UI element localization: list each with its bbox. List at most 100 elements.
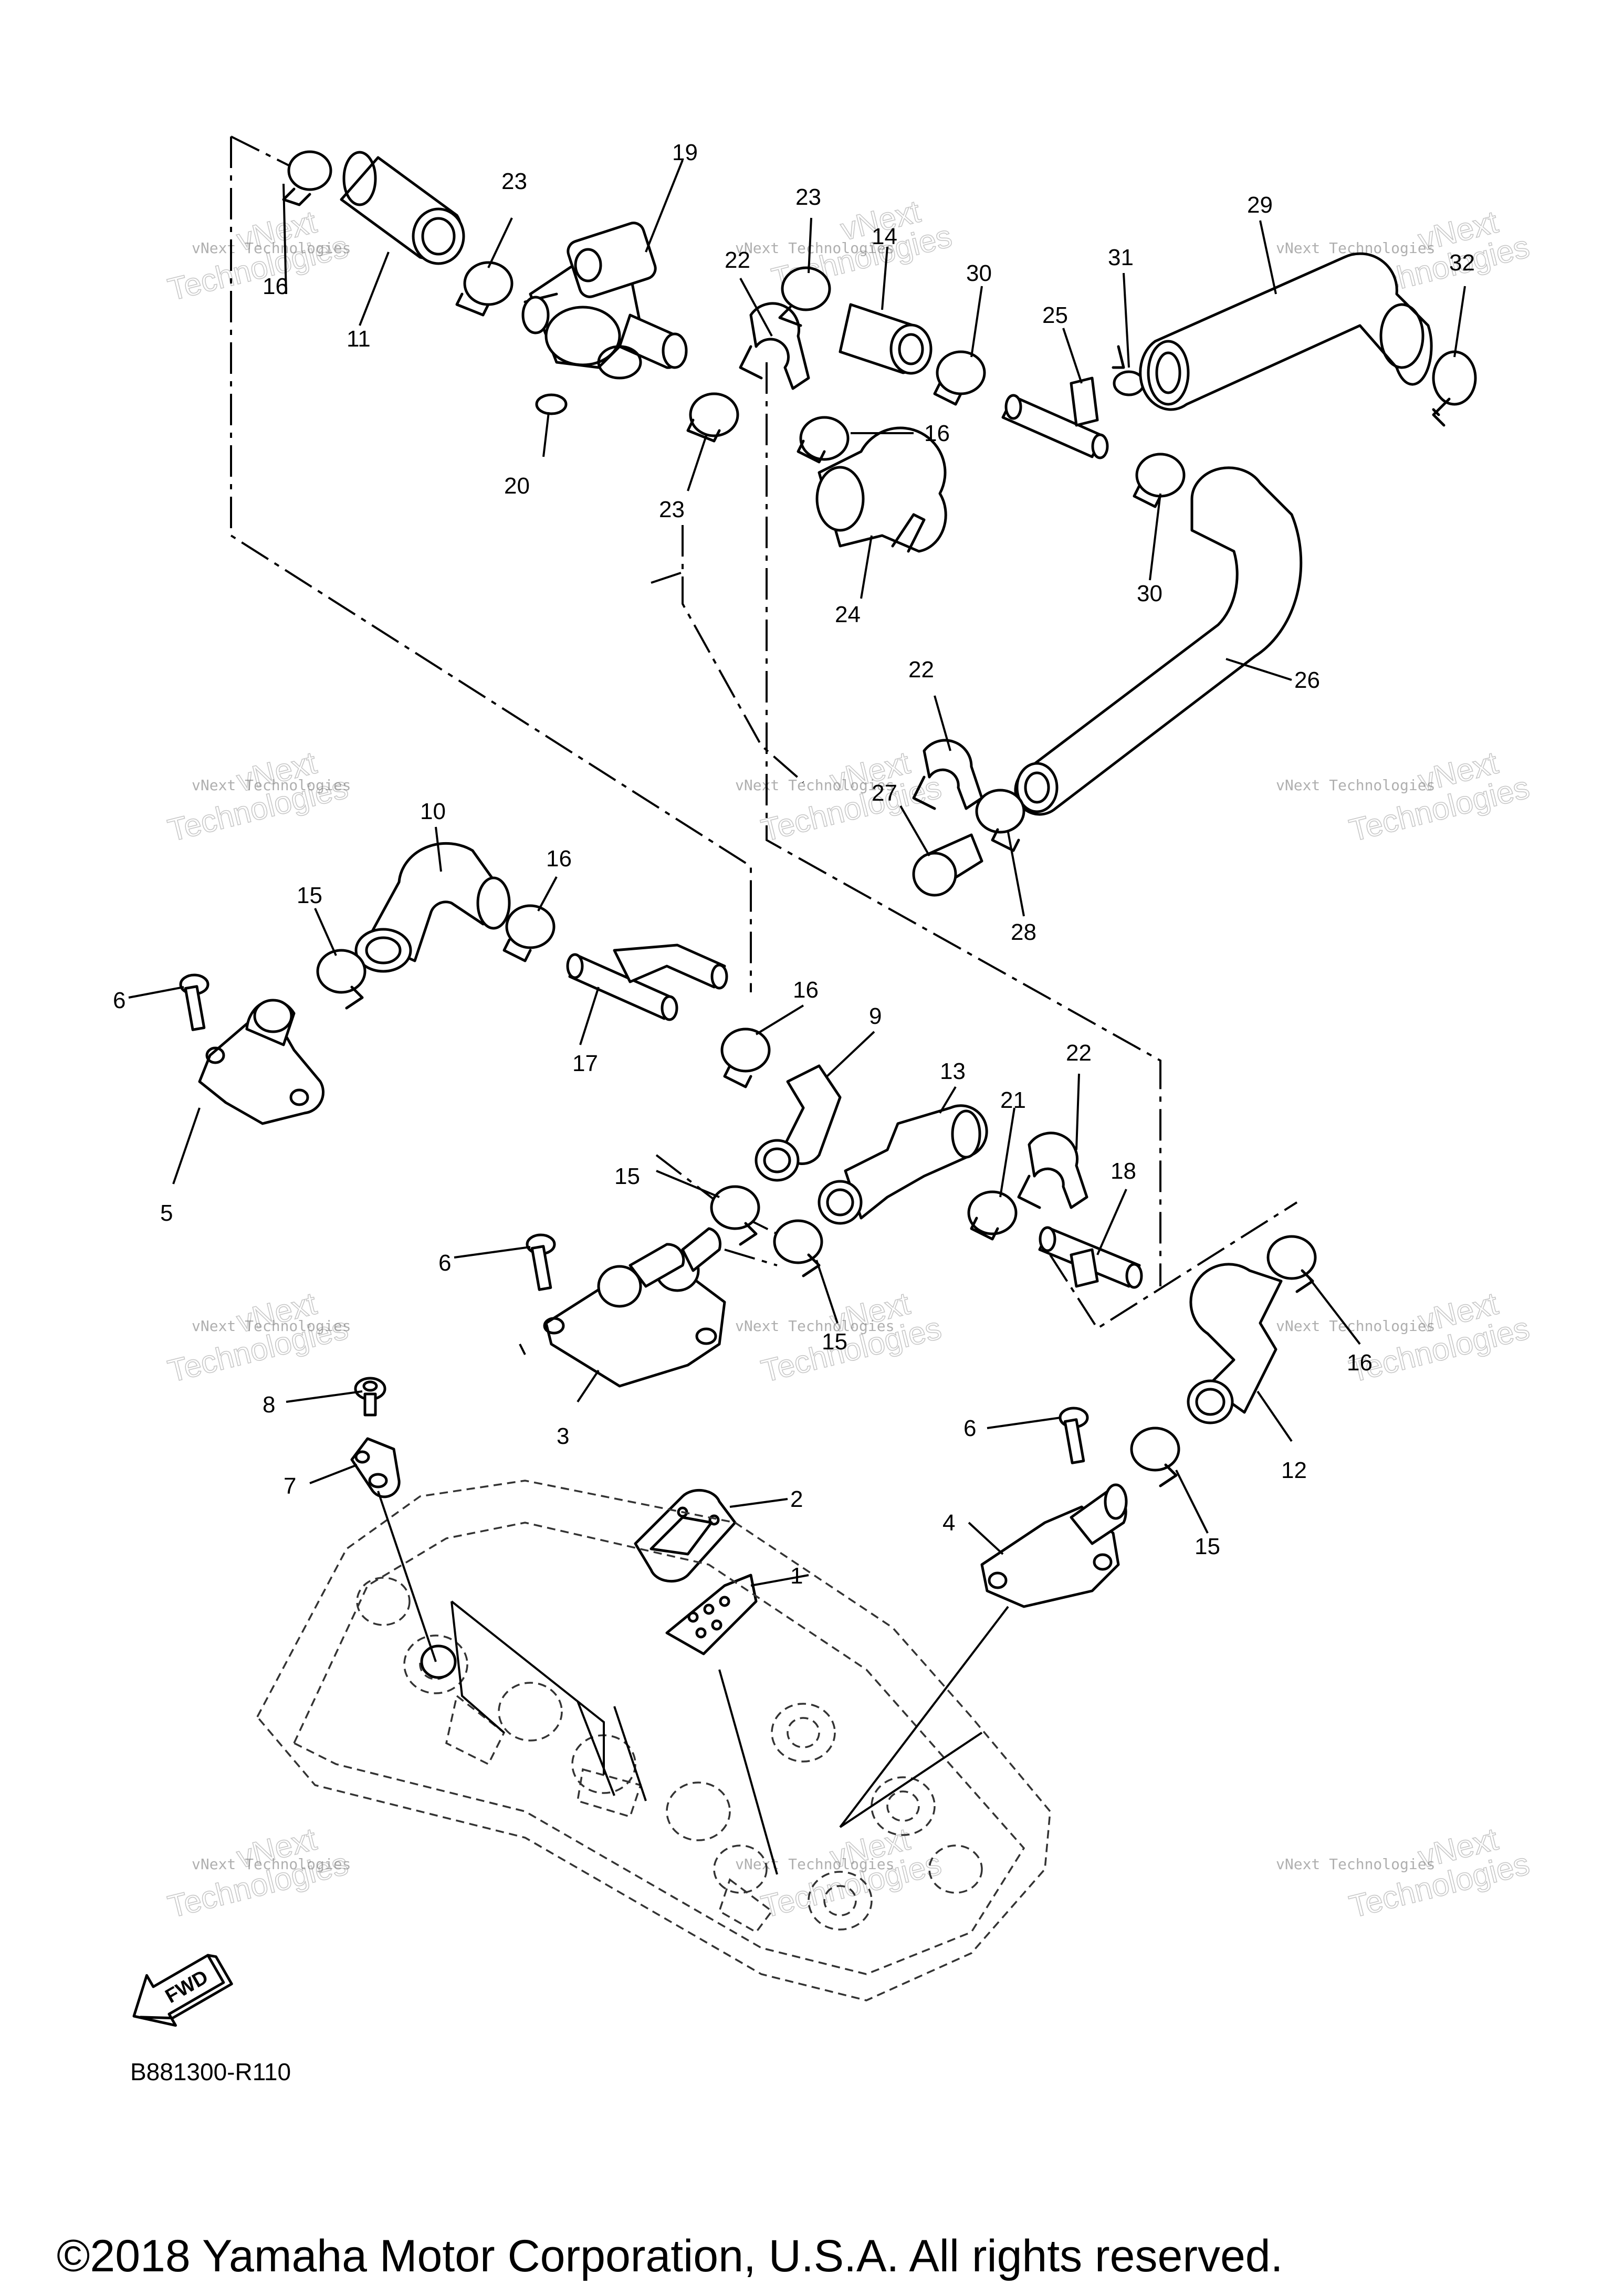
callout-leaders xyxy=(128,160,1466,1587)
hose-clamp xyxy=(710,1185,760,1246)
callout-15: 15 xyxy=(614,1163,640,1189)
hose-clamp xyxy=(967,1190,1018,1241)
reed-valve-1 xyxy=(665,1574,758,1655)
hose-11 xyxy=(340,151,465,265)
upper-assembly xyxy=(282,150,1477,897)
cap-27 xyxy=(912,833,983,897)
callout-10: 10 xyxy=(420,799,446,824)
hose-clamp xyxy=(282,150,332,206)
callout-23: 23 xyxy=(795,184,821,210)
hose-clamp xyxy=(1130,1427,1180,1487)
watermark-small: vNext Technologies xyxy=(192,1855,351,1873)
bolt-6 xyxy=(1059,1407,1089,1464)
callout-18: 18 xyxy=(1111,1158,1136,1184)
callout-22: 22 xyxy=(908,657,934,683)
middle-assembly xyxy=(526,1104,1317,1424)
watermark-small: vNext Technologies xyxy=(735,239,894,257)
hose-10 xyxy=(354,842,511,973)
hose-13 xyxy=(818,1104,988,1225)
watermark-small: vNext Technologies xyxy=(1276,777,1435,794)
callout-31: 31 xyxy=(1108,245,1134,270)
o-ring-20 xyxy=(535,393,568,415)
callout-29: 29 xyxy=(1247,192,1273,218)
watermark-small: vNext Technologies xyxy=(1276,1317,1435,1335)
callout-16: 16 xyxy=(546,846,572,872)
callout-labels: 1 2 3 4 5 6 6 6 7 8 9 10 11 12 13 14 15 … xyxy=(113,140,1475,1589)
callout-9: 9 xyxy=(869,1003,882,1029)
lower-assembly xyxy=(256,1377,1180,2001)
callout-15: 15 xyxy=(297,883,322,908)
hose-9 xyxy=(755,1064,842,1182)
callout-24: 24 xyxy=(835,602,861,627)
callout-16: 16 xyxy=(263,274,288,299)
hose-clamp xyxy=(778,266,831,327)
middle-left-assembly xyxy=(179,842,842,1182)
callout-15: 15 xyxy=(1195,1534,1220,1559)
bolt-6 xyxy=(526,1233,556,1291)
watermark-small: vNext Technologies xyxy=(735,1317,894,1335)
bolt-8 xyxy=(354,1377,386,1417)
hose-24 xyxy=(815,426,947,553)
callout-26: 26 xyxy=(1294,667,1320,693)
callout-2: 2 xyxy=(790,1486,803,1512)
hose-14 xyxy=(839,303,933,375)
callout-25: 25 xyxy=(1042,302,1068,328)
callout-30: 30 xyxy=(966,260,992,286)
callout-23: 23 xyxy=(659,497,685,522)
callout-30: 30 xyxy=(1137,581,1162,606)
hose-clamp xyxy=(797,416,850,464)
callout-4: 4 xyxy=(942,1510,955,1536)
gasket-2 xyxy=(634,1488,737,1583)
callout-14: 14 xyxy=(872,224,897,249)
callout-16: 16 xyxy=(1347,1350,1373,1376)
watermark-small: vNext Technologies xyxy=(735,777,894,794)
clamp-bracket xyxy=(1017,1131,1088,1209)
watermark-small: vNext Technologies xyxy=(192,239,351,257)
cap-32 xyxy=(1432,350,1477,427)
joint-25 xyxy=(1001,376,1109,459)
hose-clamp xyxy=(502,904,556,962)
callout-23: 23 xyxy=(501,169,527,194)
bolt-6 xyxy=(179,973,210,1031)
hose-clamp xyxy=(316,949,366,1010)
callout-15: 15 xyxy=(822,1329,847,1355)
reed-cover-4 xyxy=(980,1483,1128,1608)
hose-26 xyxy=(1014,466,1303,816)
hose-29 xyxy=(1139,252,1433,411)
hose-clamp xyxy=(933,350,986,406)
callout-21: 21 xyxy=(1000,1087,1026,1113)
callout-22: 22 xyxy=(1066,1040,1092,1066)
callout-6: 6 xyxy=(113,988,125,1013)
callout-3: 3 xyxy=(557,1423,569,1449)
callout-28: 28 xyxy=(1011,919,1036,945)
callout-20: 20 xyxy=(504,473,530,499)
callout-1: 1 xyxy=(790,1563,803,1589)
bracket-7 xyxy=(350,1437,401,1498)
air-cut-valve-19 xyxy=(521,222,688,380)
callout-17: 17 xyxy=(572,1051,598,1076)
callout-13: 13 xyxy=(940,1058,966,1084)
callout-11: 11 xyxy=(347,326,371,352)
callout-16: 16 xyxy=(924,421,950,446)
fwd-arrow-icon: FWD xyxy=(132,1954,233,2027)
callout-27: 27 xyxy=(872,780,897,806)
reed-cover-5 xyxy=(198,999,324,1125)
callout-7: 7 xyxy=(284,1473,296,1499)
callout-32: 32 xyxy=(1449,250,1475,276)
callout-19: 19 xyxy=(672,140,698,165)
hose-clamp xyxy=(720,1028,771,1088)
callout-6: 6 xyxy=(963,1416,976,1441)
watermark-small: vNext Technologies xyxy=(192,1317,351,1335)
callout-22: 22 xyxy=(725,247,750,273)
hose-clamp xyxy=(686,392,739,443)
clamp-bracket xyxy=(739,302,810,390)
hose-clamp xyxy=(455,261,514,317)
hose-clamp xyxy=(975,789,1025,852)
watermark-small: vNext Technologies xyxy=(192,777,351,794)
watermark-small: vNext Technologies xyxy=(1276,1855,1435,1873)
copyright-notice: ©2018 Yamaha Motor Corporation, U.S.A. A… xyxy=(57,2231,1283,2281)
hose-12 xyxy=(1187,1263,1283,1424)
callout-5: 5 xyxy=(160,1200,173,1226)
joint-17 xyxy=(566,943,728,1021)
